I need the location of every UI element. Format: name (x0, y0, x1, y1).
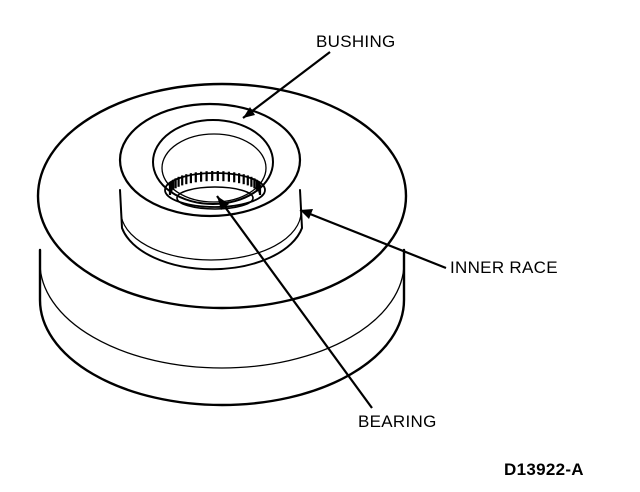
inner-race-ellipse (164, 172, 266, 208)
boss-side-wall (119, 189, 304, 271)
housing-lower-band (39, 262, 405, 369)
leader-line-inner-race (299, 208, 447, 270)
housing-top-ellipse (36, 82, 408, 310)
housing-bottom-rim (38, 248, 406, 407)
figure-id: D13922-A (504, 460, 584, 479)
bushing-outer-ellipse (152, 119, 274, 205)
leader-line-bushing (242, 51, 331, 119)
arrowhead-inner-race (300, 209, 313, 219)
arrowhead-bushing (243, 107, 255, 118)
boss-top-ellipse (118, 102, 302, 218)
bearing-bore-ellipse (176, 186, 254, 210)
label-bearing: BEARING (358, 412, 437, 431)
bushing-inner-ellipse (161, 133, 267, 203)
bearing-rollers (168, 171, 262, 195)
arrowhead-bearing (217, 196, 229, 210)
leader-line-bearing (216, 195, 373, 409)
label-bushing: BUSHING (316, 32, 396, 51)
boss-lower-edge (120, 211, 302, 261)
label-inner-race: INNER RACE (450, 258, 558, 277)
